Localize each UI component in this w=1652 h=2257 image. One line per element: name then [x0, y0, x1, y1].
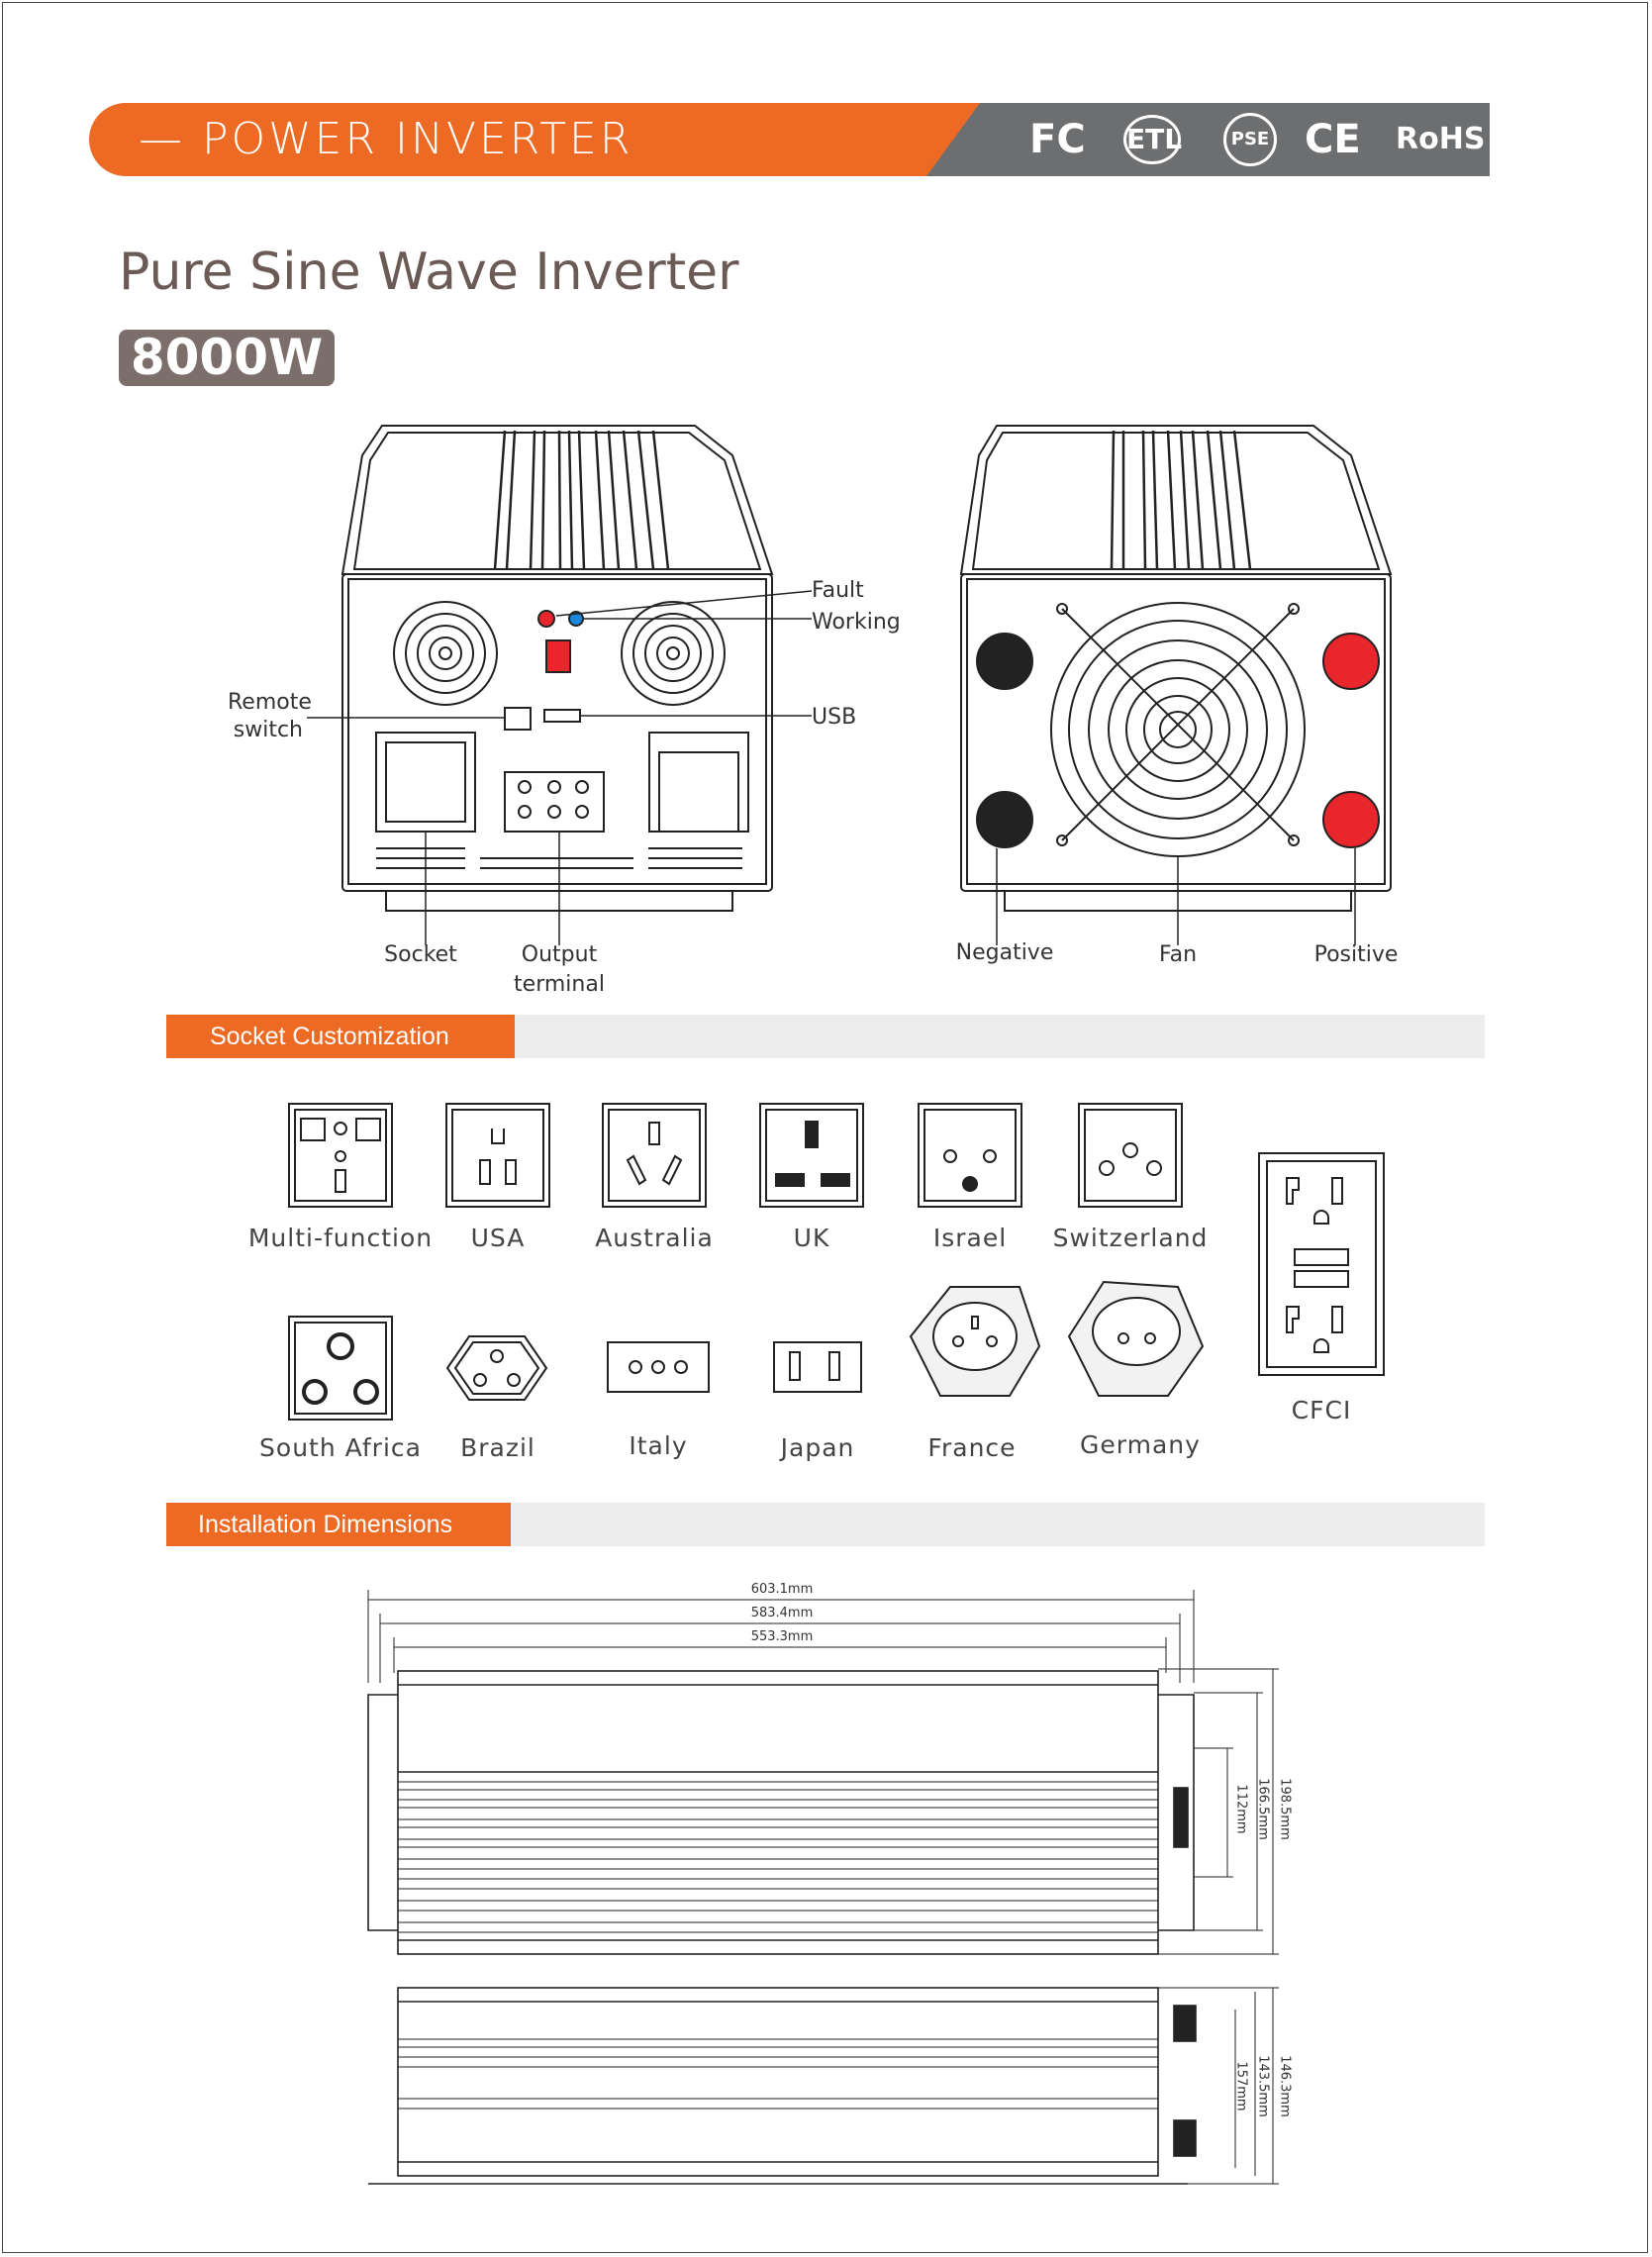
socket-caption: CFCI — [1291, 1396, 1352, 1424]
australia-socket-icon — [602, 1103, 707, 1208]
usa-socket-icon — [445, 1103, 550, 1208]
socket-caption: Australia — [595, 1224, 714, 1252]
dim-166: 166.5mm — [1255, 1778, 1271, 1840]
socket-caption: Multi-function — [247, 1224, 434, 1252]
output-label: Output — [521, 942, 598, 967]
terminal-label: terminal — [514, 972, 605, 997]
socket-caption: Italy — [629, 1431, 688, 1460]
socket-caption: South Africa — [259, 1433, 422, 1462]
socket-caption: Brazil — [460, 1433, 535, 1462]
positive-label: Positive — [1313, 942, 1399, 967]
germany-socket-icon — [1067, 1280, 1205, 1397]
pse-logo: PSE — [1223, 113, 1277, 166]
dim-198: 198.5mm — [1277, 1778, 1293, 1840]
fault-label: Fault — [812, 578, 864, 603]
usb-label: USB — [812, 705, 857, 730]
socket-icons — [288, 1103, 1385, 1421]
socket-section-bar: Socket Customization — [166, 1015, 1485, 1058]
fan-label: Fan — [1158, 942, 1198, 967]
remote-label: Remote — [228, 690, 312, 715]
south-africa-socket-icon — [288, 1316, 393, 1421]
brazil-socket-icon — [445, 1335, 548, 1401]
dim-146: 146.3mm — [1277, 2055, 1293, 2117]
ce-logo: CE — [1305, 117, 1361, 162]
socket-label: Socket — [384, 942, 457, 967]
header-title: — POWER INVERTER — [139, 114, 633, 164]
front-view-drawing — [307, 425, 813, 945]
socket-caption: France — [927, 1433, 1017, 1462]
socket-caption: USA — [470, 1224, 526, 1252]
multi-function-socket-icon — [288, 1103, 393, 1208]
etl-logo: ETL — [1123, 115, 1182, 164]
negative-label: Negative — [955, 940, 1054, 965]
rohs-logo: RoHS — [1396, 122, 1486, 156]
socket-caption: Germany — [1080, 1430, 1201, 1459]
socket-caption: UK — [793, 1224, 830, 1252]
fc-logo: FC — [1029, 117, 1086, 162]
working-label: Working — [812, 610, 901, 635]
dim-603: 603.1mm — [750, 1582, 814, 1597]
israel-socket-icon — [918, 1103, 1022, 1208]
dimensions-section-bar: Installation Dimensions — [166, 1503, 1485, 1546]
dim-553: 553.3mm — [750, 1629, 814, 1644]
dim-583: 583.4mm — [750, 1606, 814, 1620]
dim-143: 143.5mm — [1255, 2055, 1271, 2117]
italy-socket-icon — [607, 1341, 710, 1393]
uk-socket-icon — [759, 1103, 864, 1208]
socket-caption: Switzerland — [1052, 1224, 1209, 1252]
japan-socket-icon — [773, 1341, 862, 1393]
header-orange-band — [89, 103, 980, 176]
socket-caption: Israel — [932, 1224, 1008, 1252]
socket-section-title: Socket Customization — [166, 1015, 515, 1058]
dimensions-section-title: Installation Dimensions — [166, 1503, 511, 1546]
socket-caption: Japan — [780, 1433, 855, 1462]
switch-label: switch — [233, 718, 303, 742]
france-socket-icon — [909, 1286, 1041, 1397]
dim-157: 157mm — [1233, 2061, 1249, 2111]
product-name: Pure Sine Wave Inverter — [119, 243, 739, 302]
rear-view-drawing — [959, 425, 1393, 945]
wattage-badge: 8000W — [119, 330, 335, 386]
cfci-socket-icon — [1258, 1152, 1385, 1376]
switzerland-socket-icon — [1078, 1103, 1183, 1208]
dim-112: 112mm — [1233, 1784, 1249, 1834]
